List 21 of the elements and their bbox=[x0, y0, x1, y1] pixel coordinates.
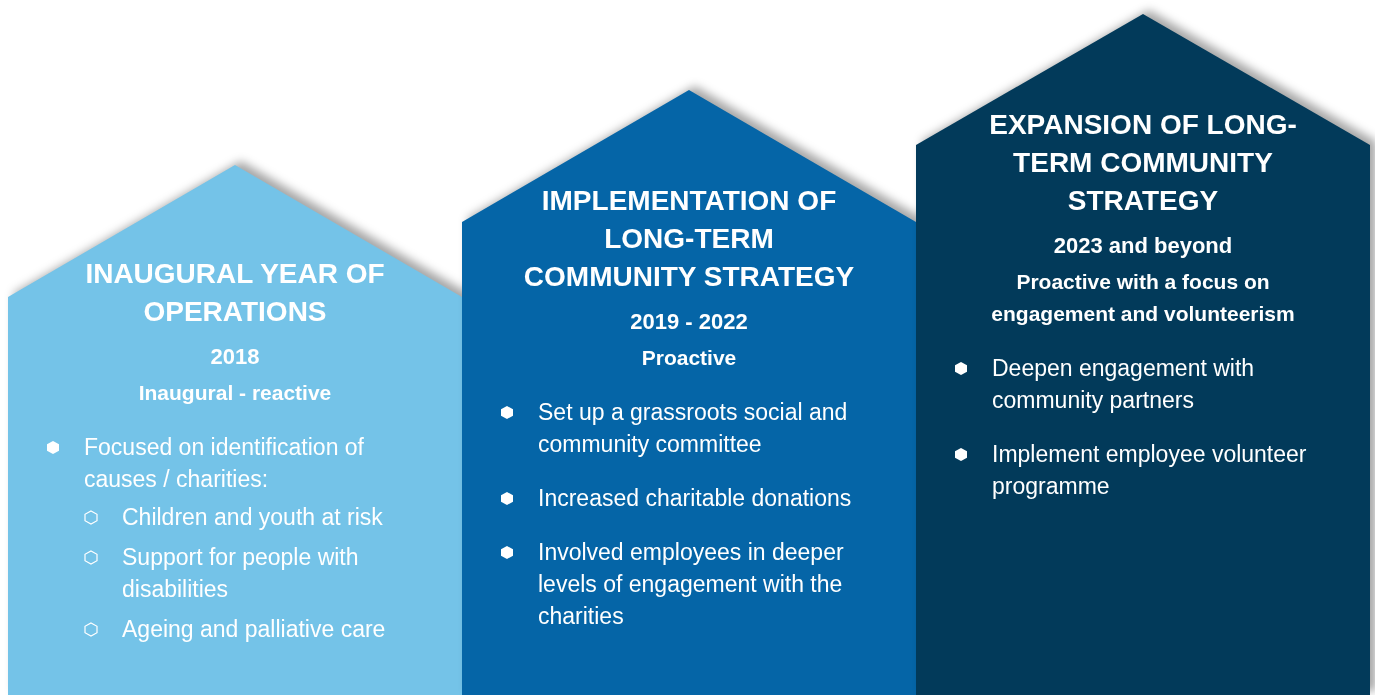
approach-subtitle: Proactive with a focus on engagement and volunteerism bbox=[990, 269, 1296, 327]
house-shaped-panel bbox=[8, 165, 462, 695]
bullet-text: Deepen engagement with community partners bbox=[992, 355, 1255, 413]
bullet-text: Focused on identification of causes / charities: bbox=[84, 434, 364, 492]
bullet-text: Set up a grassroots social and community committee bbox=[538, 399, 848, 457]
house-shaped-panel bbox=[462, 90, 916, 695]
panel-heading: EXPANSION OF LONG-TERM COMMUNITY STRATEGY bbox=[988, 108, 1298, 218]
sub-bullet-text: Ageing and palliative care bbox=[122, 616, 386, 642]
panel-heading: IMPLEMENTATION OF LONG-TERM COMMUNITY STRATEGY bbox=[522, 184, 856, 294]
year-range: 2023 and beyond bbox=[1052, 232, 1234, 260]
panel-heading: INAUGURAL YEAR OF OPERATIONS bbox=[85, 257, 385, 329]
house-shaped-panel bbox=[916, 14, 1370, 695]
year-range: 2019 - 2022 bbox=[629, 308, 749, 336]
bullet-text: Increased charitable donations bbox=[538, 485, 852, 511]
sub-bullet-text: Children and youth at risk bbox=[122, 504, 383, 530]
year-range: 2018 bbox=[209, 343, 261, 371]
approach-subtitle: Inaugural - reactive bbox=[137, 380, 333, 406]
bullet-text: Implement employee volunteer programme bbox=[992, 441, 1307, 499]
sub-bullet-text: Support for people with disabilities bbox=[122, 544, 359, 602]
approach-subtitle: Proactive bbox=[640, 345, 738, 371]
bullet-text: Involved employees in deeper levels of engagement with the charities bbox=[538, 539, 844, 629]
